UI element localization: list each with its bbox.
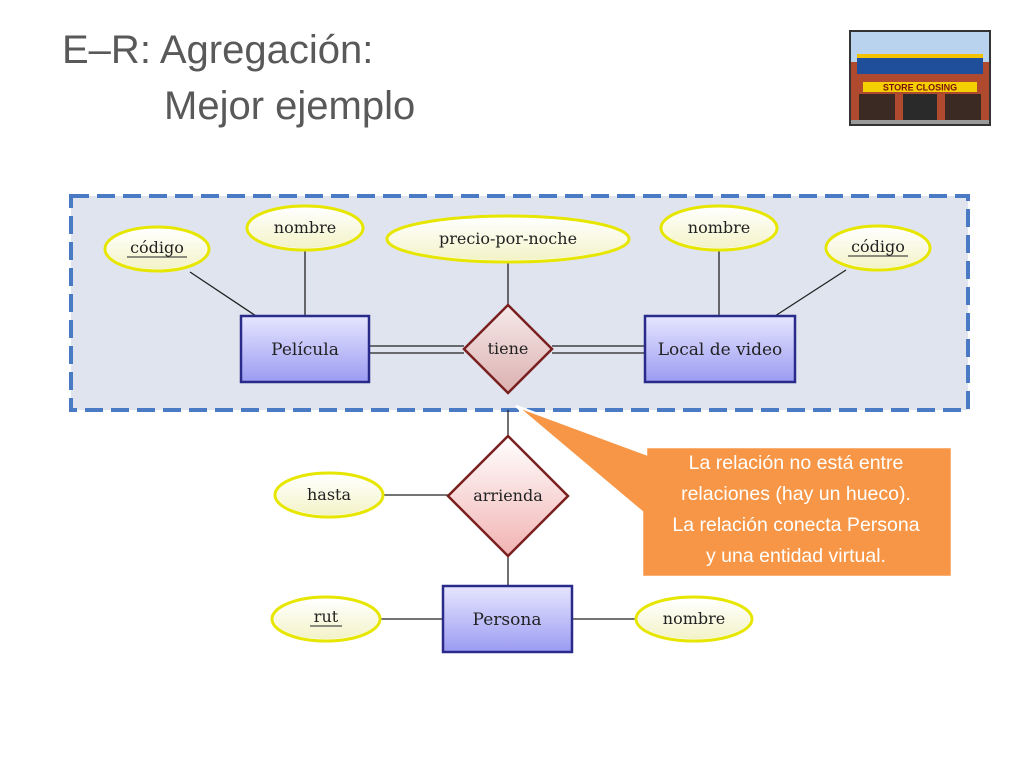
attribute-nombre-local-label: nombre (688, 218, 750, 237)
callout-line-2: relaciones (hay un hueco). (681, 483, 911, 505)
attribute-codigo-local-label: código (851, 237, 905, 256)
attribute-nombre-pelicula-label: nombre (274, 218, 336, 237)
relationship-arrienda-label: arrienda (473, 486, 543, 505)
title-line-2: Mejor ejemplo (164, 84, 416, 128)
attribute-precio-label: precio-por-noche (439, 229, 577, 248)
entity-persona-label: Persona (473, 610, 542, 630)
callout-text: La relación no está entre relaciones (ha… (642, 448, 950, 572)
attribute-hasta: hasta (273, 471, 385, 519)
attribute-rut: rut (270, 595, 382, 643)
attribute-nombre-persona-label: nombre (663, 609, 725, 628)
attribute-rut-label: rut (314, 607, 339, 626)
entity-local-de-video: Local de video (643, 314, 797, 384)
attribute-nombre-persona: nombre (634, 595, 754, 643)
entity-local-label: Local de video (658, 340, 783, 360)
entity-pelicula: Película (239, 314, 371, 384)
entity-persona: Persona (441, 584, 574, 654)
photo-sign-text: STORE CLOSING (883, 83, 957, 93)
attribute-nombre-local: nombre (659, 204, 779, 252)
attribute-precio-por-noche: precio-por-noche (385, 214, 631, 264)
attribute-codigo-pelicula: código (103, 225, 211, 273)
callout-shape (515, 404, 954, 579)
outer-connectors (380, 410, 637, 620)
aggregation-connectors (189, 250, 847, 354)
entity-pelicula-label: Película (271, 340, 339, 360)
attribute-codigo-local: código (824, 224, 932, 272)
relationship-arrienda: arrienda (446, 434, 570, 558)
attribute-nombre-pelicula: nombre (245, 204, 365, 252)
relationship-tiene-label: tiene (488, 339, 529, 358)
relationship-tiene: tiene (462, 303, 554, 395)
slide-title: E–R: Agregación: Mejor ejemplo (62, 22, 415, 134)
callout-line-1: La relación no está entre (688, 452, 904, 474)
attribute-codigo-pelicula-label: código (130, 238, 184, 257)
store-closing-photo: STORE CLOSING (849, 30, 991, 126)
callout-line-3: La relación conecta Persona (672, 514, 920, 536)
callout-line-4: y una entidad virtual. (706, 545, 886, 567)
title-line-1: E–R: Agregación: (62, 28, 374, 72)
attribute-hasta-label: hasta (307, 485, 351, 504)
store-photo-image: STORE CLOSING (851, 32, 989, 124)
